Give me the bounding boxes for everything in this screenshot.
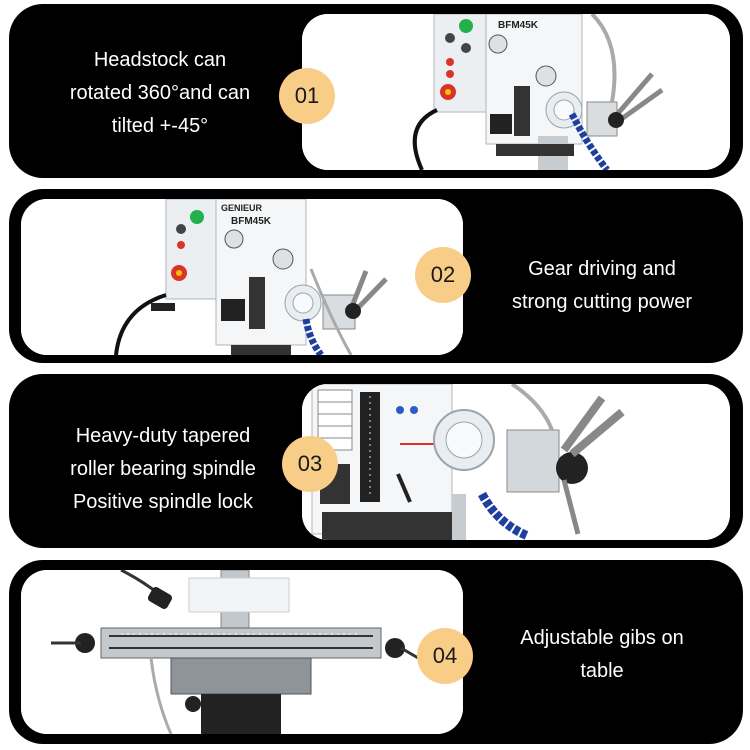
spindle-closeup-illustration — [302, 384, 730, 540]
feature-number-badge-2: 02 — [415, 247, 471, 303]
feature-caption-1: Headstock can rotated 360°and can tilted… — [29, 44, 291, 143]
gear-drive-photo: GENIEUR BFM45K — [21, 199, 463, 355]
drill-headstock-illustration: BFM45K — [302, 14, 730, 170]
feature-number-badge-1: 01 — [279, 68, 335, 124]
brand-label: GENIEUR — [221, 203, 263, 213]
right-handwheel-icon — [385, 638, 405, 658]
caption-line: strong cutting power — [511, 291, 693, 313]
feature-caption-4: Adjustable gibs on table — [471, 622, 733, 688]
caption-line: table — [580, 660, 624, 682]
caption-line: Headstock can — [93, 49, 227, 71]
caption-line: Heavy-duty tapered — [75, 425, 251, 447]
feature-panel-2: GENIEUR BFM45K Gear driving and strong c… — [9, 189, 743, 363]
table-photo — [21, 570, 463, 734]
caption-line: rotated 360°and can — [69, 82, 251, 104]
headstock-photo: BFM45K — [302, 14, 730, 170]
feature-caption-3: Heavy-duty tapered roller bearing spindl… — [23, 420, 303, 519]
cross-table-illustration — [21, 570, 463, 734]
feature-panel-3: Heavy-duty tapered roller bearing spindl… — [9, 374, 743, 548]
start-button-icon — [190, 210, 204, 224]
spindle-photo — [302, 384, 730, 540]
left-handwheel-icon — [75, 633, 95, 653]
feature-panel-1: BFM45K Headstock can rotated 360°a — [9, 4, 743, 178]
caption-line: roller bearing spindle — [70, 458, 256, 480]
model-label: BFM45K — [231, 216, 272, 227]
start-button-icon — [459, 19, 473, 33]
caption-line: Adjustable gibs on — [520, 627, 684, 649]
feature-panel-4: Adjustable gibs on table 04 — [9, 560, 743, 744]
feature-number-badge-4: 04 — [417, 628, 473, 684]
caption-line: Gear driving and — [528, 258, 676, 280]
feature-number-badge-3: 03 — [282, 436, 338, 492]
feature-caption-2: Gear driving and strong cutting power — [471, 253, 733, 319]
caption-line: tilted +-45° — [111, 115, 209, 137]
drill-head-illustration: GENIEUR BFM45K — [21, 199, 463, 355]
model-label: BFM45K — [498, 20, 539, 31]
caption-line: Positive spindle lock — [72, 491, 254, 513]
